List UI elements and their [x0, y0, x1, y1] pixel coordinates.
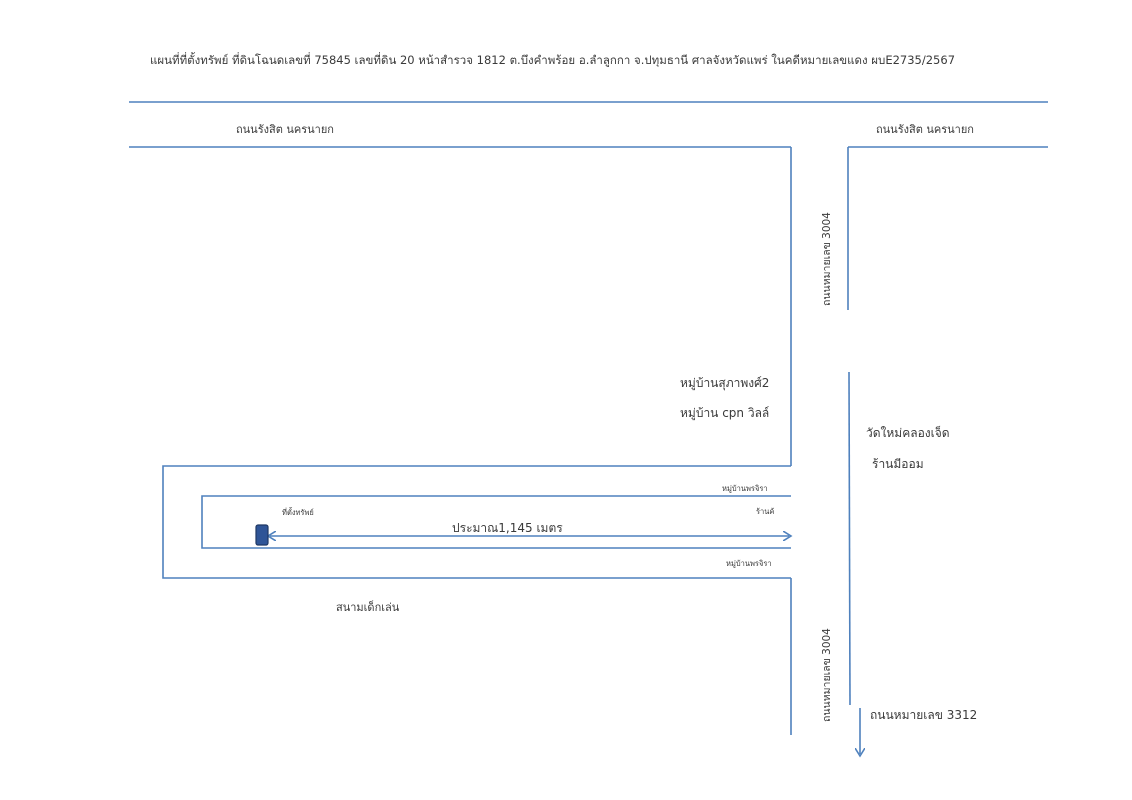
- map-title: แผนที่ที่ตั้งทรัพย์ ที่ดินโฉนดเลขที่ 758…: [150, 53, 956, 67]
- property-label: ที่ตั้งทรัพย์: [282, 508, 314, 517]
- village-supapong-label: หมู่บ้านสุภาพงศ์2: [680, 376, 770, 390]
- road-3004-right-edge-mid: [848, 371, 851, 706]
- property-marker: [255, 524, 269, 546]
- soi-inner-boundary: [201, 495, 791, 549]
- shop-mee-om-label: ร้านมีออม: [872, 457, 924, 471]
- road-3004-label-upper: ถนนหมายเลข 3004: [821, 212, 833, 306]
- road-3004-label-lower: ถนนหมายเลข 3004: [821, 628, 833, 722]
- playground-label: สนามเด็กเล่น: [336, 601, 400, 614]
- village-pornjira-top-label: หมู่บ้านพรจิรา: [722, 484, 768, 493]
- village-cpn-label: หมู่บ้าน cpn วิลล์: [680, 406, 770, 420]
- rangsit-road-label-left: ถนนรังสิต นครนายก: [236, 123, 334, 136]
- shop-small-label: ร้านค้: [756, 507, 775, 516]
- road-3312-label: ถนนหมายเลข 3312: [870, 708, 978, 722]
- temple-label: วัดใหม่คลองเจ็ด: [866, 426, 950, 440]
- village-pornjira-bottom-label: หมู่บ้านพรจิรา: [726, 559, 772, 568]
- rangsit-road-label-right: ถนนรังสิต นครนายก: [876, 123, 974, 136]
- distance-label: ประมาณ1,145 เมตร: [452, 521, 563, 535]
- soi-outer-boundary: [162, 465, 791, 579]
